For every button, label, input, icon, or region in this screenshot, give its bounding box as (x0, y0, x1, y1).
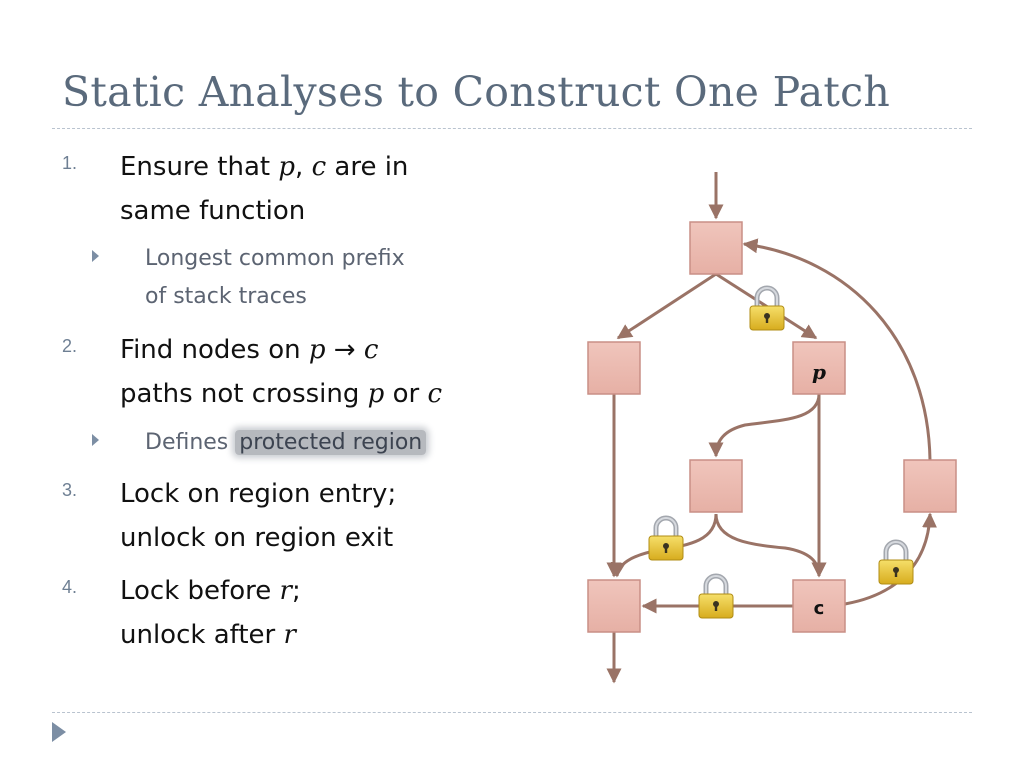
sub-text-line1: Longest common prefix (145, 246, 405, 271)
sub-text-line2: of stack traces (145, 284, 307, 309)
item-text-line2: unlock on region exit (120, 523, 394, 553)
node-top (689, 221, 743, 275)
edge-mid-c (714, 513, 827, 578)
list-item-4: 4. Lock before r; unlock after r (62, 569, 502, 657)
sub-item-1: Longest common prefix of stack traces (92, 240, 492, 316)
list-item-3: 3. Lock on region entry; unlock on regio… (62, 472, 502, 560)
bullet-arrow-icon (92, 434, 99, 446)
item-text-part: paths not crossing (120, 379, 368, 409)
var-c: c (427, 379, 443, 409)
var-r: r (283, 620, 296, 650)
slide-nav-arrow-icon (52, 722, 66, 742)
title-divider (52, 128, 972, 129)
var-p: p (278, 152, 296, 182)
node-p (792, 341, 846, 395)
node-left (587, 341, 641, 395)
edge-top-left (616, 272, 717, 340)
edge-p-mid (708, 393, 821, 458)
var-c: c (311, 152, 327, 182)
var-p: p (367, 379, 385, 409)
node-bottom-left (587, 579, 641, 633)
item-text: Lock on region entry; unlock on region e… (120, 472, 396, 560)
item-number: 2. (62, 336, 78, 356)
item-text-part: Lock before (120, 576, 280, 606)
item-text-part: Find nodes on (120, 335, 309, 365)
var-p: p (308, 335, 326, 365)
item-text: Lock before r; unlock after r (120, 569, 301, 657)
bullet-arrow-icon (92, 250, 99, 262)
item-text-line2: same function (120, 196, 306, 226)
lock-icon (699, 576, 733, 618)
node-right (903, 459, 957, 513)
item-text: Ensure that p, c are in same function (120, 145, 408, 233)
edge-right-top (742, 238, 932, 461)
item-number: 1. (62, 153, 78, 173)
item-text-part: Ensure that (120, 152, 279, 182)
slide-title: Static Analyses to Construct One Patch (62, 68, 891, 116)
item-text-line1: Lock on region entry; (120, 479, 397, 509)
node-c-label: c (814, 598, 825, 619)
arrow-symbol: → (325, 335, 364, 365)
footer-divider (52, 712, 972, 713)
lock-icon (750, 288, 784, 330)
item-text-part: are in (326, 152, 409, 182)
item-text: Find nodes on p → c paths not crossing p… (120, 328, 442, 416)
var-c: c (363, 335, 379, 365)
item-number: 3. (62, 480, 78, 500)
item-text-part: , (295, 152, 312, 182)
item-text-part: or (384, 379, 428, 409)
item-text-part: ; (291, 576, 301, 606)
list-item-1: 1. Ensure that p, c are in same function (62, 145, 502, 233)
sub-item-2: Defines protected region (92, 424, 492, 462)
sub-text: Longest common prefix of stack traces (145, 240, 405, 316)
node-mid (689, 459, 743, 513)
highlighted-term: protected region (235, 430, 427, 455)
list-item-2: 2. Find nodes on p → c paths not crossin… (62, 328, 502, 416)
lock-icon (879, 542, 913, 584)
var-r: r (279, 576, 292, 606)
sub-text-part: Defines (145, 430, 236, 455)
lock-icon (649, 518, 683, 560)
item-number: 4. (62, 577, 78, 597)
node-c (792, 579, 846, 633)
item-text-part: unlock after (120, 620, 284, 650)
node-p-label: p (812, 360, 826, 384)
sub-text: Defines protected region (145, 424, 427, 462)
